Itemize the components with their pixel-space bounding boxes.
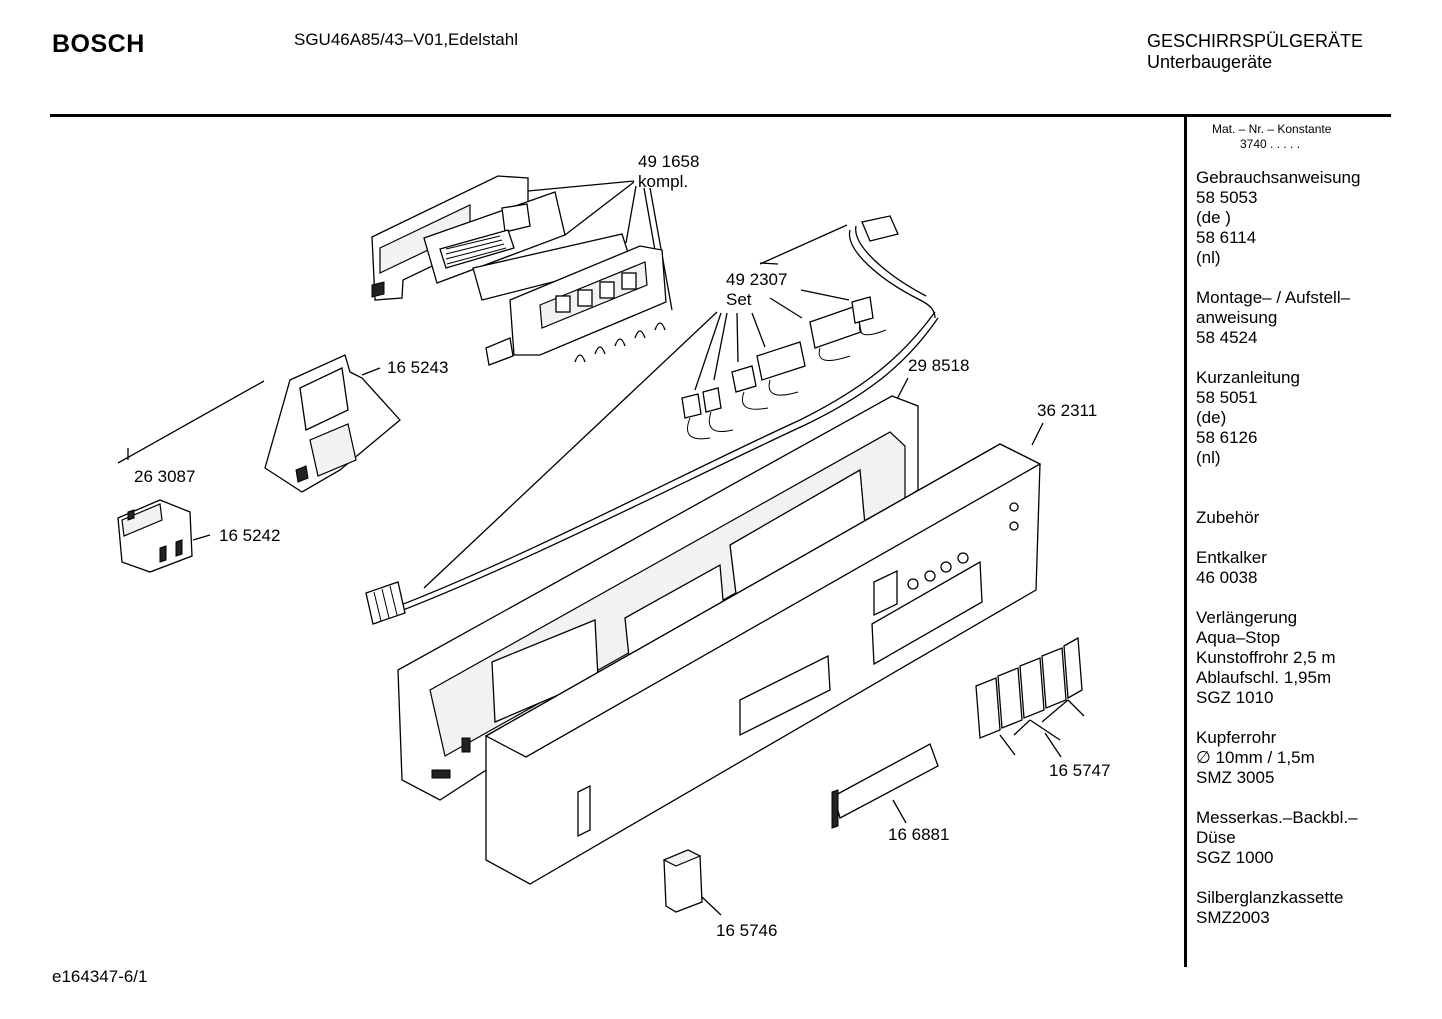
sidebar-parts-list: Mat. – Nr. – Konstante 3740 . . . . . Ge… bbox=[1196, 122, 1386, 928]
category-line-1: GESCHIRRSPÜLGERÄTE bbox=[1147, 31, 1364, 51]
sidebar-line: SMZ 3005 bbox=[1196, 768, 1275, 787]
label-part-492307: 49 2307 Set bbox=[726, 270, 787, 310]
sidebar-line: (nl) bbox=[1196, 248, 1221, 267]
brand-logo: BOSCH bbox=[52, 30, 145, 58]
part-298518-inner-frame bbox=[397, 395, 919, 801]
part-165243-bracket bbox=[264, 354, 401, 493]
part-number: 49 1658 bbox=[638, 152, 700, 171]
header-divider bbox=[50, 114, 1391, 117]
sidebar-line: SMZ2003 bbox=[1196, 908, 1270, 927]
sidebar-line: SGZ 1010 bbox=[1196, 688, 1274, 707]
sidebar-line: 58 4524 bbox=[1196, 328, 1258, 347]
label-part-165243: 16 5243 bbox=[387, 358, 449, 377]
sidebar-line: 58 5051 bbox=[1196, 388, 1258, 407]
label-part-165747: 16 5747 bbox=[1049, 761, 1111, 780]
sidebar-line: 58 5053 bbox=[1196, 188, 1258, 207]
sidebar-line: Kupferrohr bbox=[1196, 728, 1277, 747]
sidebar-group: Zubehör bbox=[1196, 508, 1386, 528]
label-part-165746: 16 5746 bbox=[716, 921, 778, 940]
sidebar-line: (de ) bbox=[1196, 208, 1231, 227]
sidebar-divider bbox=[1184, 117, 1187, 967]
label-part-362311: 36 2311 bbox=[1037, 401, 1098, 420]
label-part-166881: 16 6881 bbox=[888, 825, 950, 844]
sidebar-line: Montage– / Aufstell– bbox=[1196, 288, 1351, 307]
leader-lines bbox=[117, 180, 1085, 916]
mat-constant-line: 3740 . . . . . bbox=[1240, 137, 1301, 151]
sidebar-line: Zubehör bbox=[1196, 508, 1260, 527]
sidebar-line: anweisung bbox=[1196, 308, 1278, 327]
label-part-491658: 49 1658 kompl. bbox=[638, 152, 699, 192]
part-166881-strip bbox=[831, 743, 939, 829]
sidebar-line: Düse bbox=[1196, 828, 1236, 847]
sidebar-line: Gebrauchsanweisung bbox=[1196, 168, 1361, 187]
label-part-298518: 29 8518 bbox=[908, 356, 970, 375]
sidebar-line: Ablaufschl. 1,95m bbox=[1196, 668, 1332, 687]
part-165242-switch bbox=[117, 499, 193, 573]
part-362311-front-panel bbox=[484, 443, 1042, 885]
sidebar-line: Kurzanleitung bbox=[1196, 368, 1300, 387]
label-part-263087: 26 3087 bbox=[134, 467, 196, 486]
part-note: Set bbox=[726, 290, 752, 309]
drawing-id: e164347-6/1 bbox=[52, 967, 148, 986]
model-title: SGU46A85/43–V01,Edelstahl bbox=[294, 30, 518, 49]
sidebar-line: 58 6114 bbox=[1196, 228, 1257, 247]
sidebar-line: (nl) bbox=[1196, 448, 1221, 467]
sidebar-line: 58 6126 bbox=[1196, 428, 1258, 447]
sidebar-line: 46 0038 bbox=[1196, 568, 1258, 587]
sidebar-line: SGZ 1000 bbox=[1196, 848, 1274, 867]
sidebar-line: Verlängerung bbox=[1196, 608, 1298, 627]
sidebar-line: Kunstoffrohr 2,5 m bbox=[1196, 648, 1336, 667]
part-491658-module bbox=[371, 175, 667, 366]
category-line-2: Unterbaugeräte bbox=[1147, 52, 1273, 72]
part-note: kompl. bbox=[638, 172, 689, 191]
material-number-header: Mat. – Nr. – Konstante 3740 . . . . . bbox=[1196, 122, 1386, 152]
sidebar-line: Silberglanzkassette bbox=[1196, 888, 1344, 907]
sidebar-line: (de) bbox=[1196, 408, 1227, 427]
part-number: 49 2307 bbox=[726, 270, 788, 289]
sidebar-line: ∅ 10mm / 1,5m bbox=[1196, 748, 1315, 767]
part-165746-cassette bbox=[662, 849, 703, 913]
label-part-165242: 16 5242 bbox=[219, 526, 281, 545]
sidebar-line: Aqua–Stop bbox=[1196, 628, 1281, 647]
part-165747-buttons bbox=[975, 636, 1083, 739]
mat-header-line: Mat. – Nr. – Konstante bbox=[1212, 122, 1332, 136]
sidebar-line: Entkalker bbox=[1196, 548, 1267, 567]
category-heading: GESCHIRRSPÜLGERÄTE Unterbaugeräte bbox=[1147, 31, 1363, 73]
part-492307-cable-set bbox=[365, 215, 939, 625]
sidebar-line: Messerkas.–Backbl.– bbox=[1196, 808, 1358, 827]
